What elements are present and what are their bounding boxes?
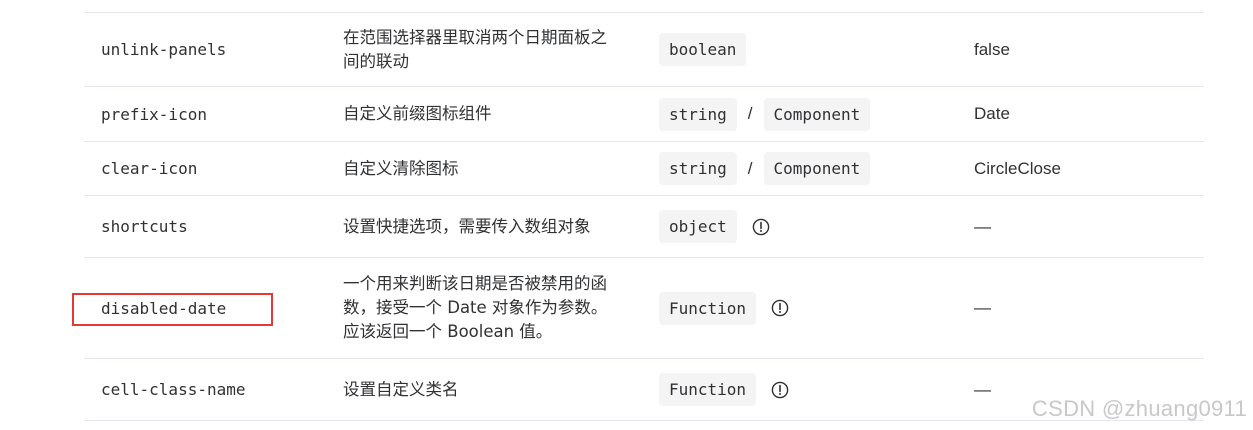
attr-type-cell: Function (659, 258, 959, 358)
attr-description: 自定义前缀图标组件 (343, 102, 492, 126)
attr-type-cell: boolean (659, 13, 959, 86)
attr-desc-cell: 自定义清除图标 (343, 142, 643, 195)
table-row: shortcuts 设置快捷选项，需要传入数组对象 object — (84, 196, 1204, 258)
desc-line: 在范围选择器里取消两个日期面板之 (343, 27, 607, 47)
table-row: disabled-date 一个用来判断该日期是否被禁用的函 数，接受一个 Da… (84, 258, 1204, 359)
attr-default: false (974, 39, 1010, 59)
attr-default: CircleClose (974, 158, 1061, 178)
attr-type-cell: Function (659, 359, 959, 420)
desc-line: 设置自定义类名 (343, 379, 459, 399)
type-tag: object (659, 210, 737, 243)
table-row: clear-icon 自定义清除图标 string / Component Ci… (84, 142, 1204, 196)
attr-name: disabled-date (101, 298, 227, 318)
info-circle-icon[interactable] (771, 299, 789, 317)
desc-line: 应该返回一个 Boolean 值。 (343, 322, 553, 341)
attr-default-cell: — (974, 258, 1194, 358)
attr-name: shortcuts (101, 217, 188, 236)
watermark: CSDN @zhuang0911 (1031, 396, 1247, 421)
desc-line: 间的联动 (343, 51, 409, 71)
attr-desc-cell: 设置自定义类名 (343, 359, 643, 420)
type-separator: / (747, 104, 753, 123)
table-row: cell-class-name 设置自定义类名 Function — (84, 359, 1204, 421)
attr-default-cell: false (974, 13, 1194, 86)
attr-type-cell: string / Component (659, 87, 959, 141)
table-row: prefix-icon 自定义前缀图标组件 string / Component… (84, 87, 1204, 142)
attr-description: 一个用来判断该日期是否被禁用的函 数，接受一个 Date 对象作为参数。 应该返… (343, 272, 607, 344)
attr-desc-cell: 在范围选择器里取消两个日期面板之 间的联动 (343, 13, 643, 86)
attr-name: unlink-panels (101, 40, 227, 59)
type-tag: Function (659, 373, 757, 406)
attr-description: 自定义清除图标 (343, 157, 459, 181)
desc-line: 自定义清除图标 (343, 158, 459, 178)
attr-name-cell: unlink-panels (101, 13, 331, 86)
attr-default: — (974, 216, 991, 236)
attr-default-cell: CircleClose (974, 142, 1194, 195)
type-separator: / (747, 158, 753, 178)
type-tag: boolean (659, 33, 747, 66)
info-circle-icon[interactable] (752, 218, 770, 236)
type-tag: Function (659, 291, 757, 325)
attr-name-cell: prefix-icon (101, 87, 331, 141)
type-tag: string (659, 152, 737, 185)
attr-default-cell: — (974, 359, 1194, 420)
attr-name: cell-class-name (101, 380, 246, 399)
desc-line: 一个用来判断该日期是否被禁用的函 (343, 274, 607, 293)
api-attributes-table: unlink-panels 在范围选择器里取消两个日期面板之 间的联动 bool… (84, 0, 1204, 421)
table-row-partial (84, 0, 1204, 13)
type-tag: Component (763, 97, 871, 131)
attr-desc-cell: 一个用来判断该日期是否被禁用的函 数，接受一个 Date 对象作为参数。 应该返… (343, 258, 643, 358)
annotation-highlight-box (72, 293, 273, 326)
attr-default: — (974, 379, 991, 399)
type-tag: string (659, 97, 737, 131)
attr-name-cell: disabled-date (101, 258, 331, 358)
attr-default-cell: Date (974, 87, 1194, 141)
desc-line: 自定义前缀图标组件 (343, 104, 492, 123)
attr-name-cell: shortcuts (101, 196, 331, 257)
attr-description: 设置快捷选项，需要传入数组对象 (343, 215, 591, 239)
attr-description: 在范围选择器里取消两个日期面板之 间的联动 (343, 26, 607, 74)
attr-type-cell: string / Component (659, 142, 959, 195)
attr-desc-cell: 设置快捷选项，需要传入数组对象 (343, 196, 643, 257)
attr-name: prefix-icon (101, 104, 207, 124)
type-tag: Component (763, 152, 871, 185)
table-row: unlink-panels 在范围选择器里取消两个日期面板之 间的联动 bool… (84, 13, 1204, 87)
desc-line: 设置快捷选项，需要传入数组对象 (343, 216, 591, 236)
attr-name-cell: clear-icon (101, 142, 331, 195)
attr-description: 设置自定义类名 (343, 378, 459, 402)
attr-name: clear-icon (101, 159, 198, 178)
attr-name-cell: cell-class-name (101, 359, 331, 420)
attr-desc-cell: 自定义前缀图标组件 (343, 87, 643, 141)
info-circle-icon[interactable] (771, 381, 789, 399)
desc-line: 数，接受一个 Date 对象作为参数。 (343, 298, 608, 317)
attr-default-cell: — (974, 196, 1194, 257)
attr-default: Date (974, 104, 1010, 123)
attr-default: — (974, 298, 991, 317)
attr-type-cell: object (659, 196, 959, 257)
